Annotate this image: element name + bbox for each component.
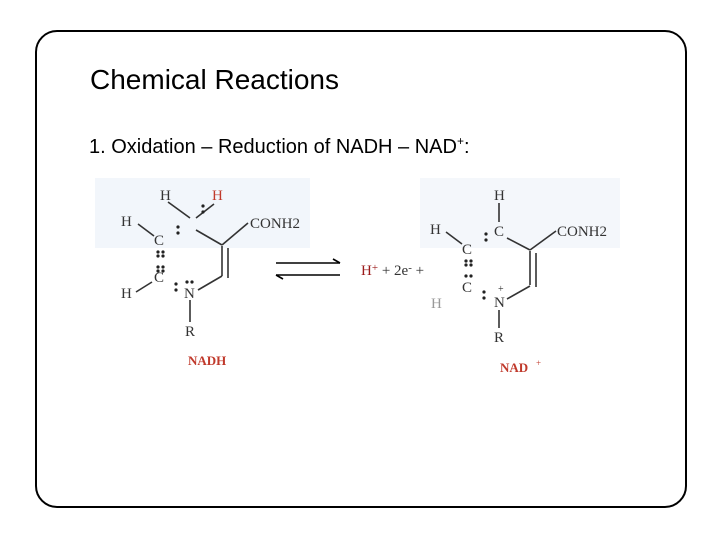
nadh-bond-1	[167, 201, 191, 219]
equilibrium-arrows	[275, 258, 341, 280]
nadplus-bond-2	[506, 237, 531, 251]
nadh-bond-8	[197, 275, 223, 291]
forward-arrow-head	[332, 258, 341, 264]
nadh-structure: H H CONH2 H C C H N R NADH	[121, 188, 300, 368]
bullet-text: 1. Oxidation – Reduction of NADH – NAD+:	[89, 134, 470, 159]
nadh-atom-c-left: C	[154, 233, 164, 249]
nadplus-atom-h-bottom: H	[431, 296, 442, 312]
slide-frame	[35, 30, 687, 508]
nadh-bond-2	[195, 203, 215, 219]
nadh-atom-h-left: H	[121, 214, 132, 230]
nadplus-bonds	[445, 203, 557, 328]
nadplus-atom-n: N	[494, 295, 505, 311]
nadh-electron-dots	[156, 204, 205, 292]
nadplus-atom-c-lower: C	[462, 280, 472, 296]
reagent-trailing: +	[411, 263, 425, 279]
nadh-atom-c-lower-left: C	[154, 270, 164, 286]
bullet-superscript: +	[456, 134, 464, 148]
reagent-h-charge: +	[371, 262, 379, 274]
nadplus-atom-r: R	[494, 330, 504, 346]
nadplus-bond-3	[529, 230, 557, 251]
nadh-bond-4	[221, 222, 249, 246]
nadh-label: NADH	[188, 353, 226, 368]
bullet-main: 1. Oxidation – Reduction of NADH – NAD	[89, 136, 457, 158]
nadplus-n-charge: +	[498, 284, 504, 295]
nadplus-structure: H C CONH2 H C C H N + R NAD +	[430, 188, 607, 375]
reagent-electrons: + 2e	[378, 263, 409, 279]
nadplus-atom-h-top: H	[494, 188, 505, 204]
nadh-bond-9	[135, 281, 153, 293]
nadh-bond-5	[137, 223, 155, 237]
nadplus-label-charge: +	[536, 358, 541, 368]
nadh-bonds	[135, 201, 249, 322]
nadh-atom-conh2: CONH2	[250, 216, 300, 232]
reverse-arrow-head	[275, 274, 284, 280]
nadplus-bond-4	[445, 231, 463, 245]
nadh-atom-n: N	[184, 286, 195, 302]
nadh-atom-h-top-red: H	[212, 188, 223, 204]
reagent-h: H	[361, 263, 372, 279]
nadh-atom-h-top-left: H	[160, 188, 171, 204]
nadplus-shading	[420, 178, 620, 248]
nadh-atom-r: R	[185, 324, 195, 340]
bullet-suffix: :	[463, 136, 470, 158]
nadplus-electron-dots	[464, 232, 488, 300]
reagent-text: H+ + 2e- +	[361, 262, 424, 280]
nadh-atom-h-bottom: H	[121, 286, 132, 302]
slide-title: Chemical Reactions	[90, 64, 339, 95]
nadplus-atom-c-top: C	[494, 224, 504, 240]
nadplus-label: NAD	[500, 360, 528, 375]
nadh-bond-3	[195, 229, 223, 246]
nadplus-atom-conh2: CONH2	[557, 224, 607, 240]
nadplus-bond-7	[506, 285, 531, 300]
reagent-e-charge: -	[408, 262, 412, 274]
nadplus-atom-h-left: H	[430, 222, 441, 238]
nadplus-atom-c-left: C	[462, 242, 472, 258]
